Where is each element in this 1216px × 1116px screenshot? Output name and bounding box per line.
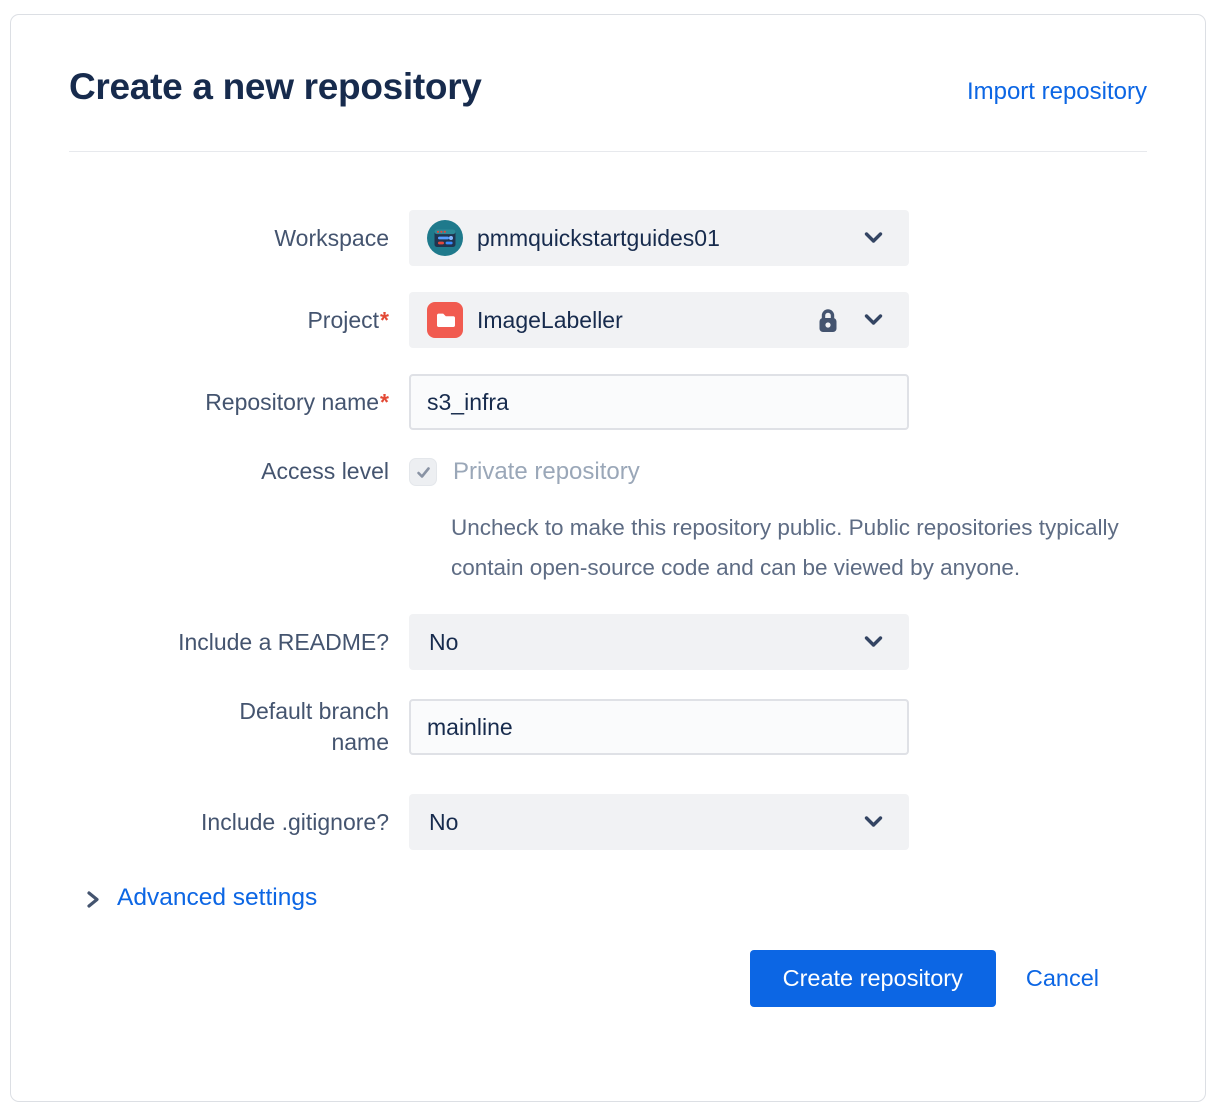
workspace-select[interactable]: pmmquickstartguides01 <box>409 210 909 266</box>
readme-row: Include a README? No <box>69 614 1147 670</box>
chevron-down-icon <box>864 232 883 243</box>
page-title: Create a new repository <box>69 66 482 107</box>
private-repository-label: Private repository <box>453 458 640 485</box>
chevron-down-icon <box>864 816 883 827</box>
workspace-label: Workspace <box>274 224 389 251</box>
readme-value: No <box>429 628 459 655</box>
repository-name-input[interactable] <box>409 374 909 430</box>
access-level-row: Access level Private repository Uncheck … <box>69 456 1147 588</box>
required-asterisk: * <box>380 388 389 415</box>
default-branch-row: Default branch name <box>69 696 1147 758</box>
access-level-help-text: Uncheck to make this repository public. … <box>451 515 1119 580</box>
lock-icon <box>819 309 837 332</box>
repository-name-label: Repository name* <box>205 388 389 415</box>
gitignore-value: No <box>429 808 459 835</box>
workspace-row: Workspace pmmquickstar <box>69 210 1147 266</box>
default-branch-input[interactable] <box>409 699 909 755</box>
project-value: ImageLabeller <box>477 306 623 333</box>
gitignore-select[interactable]: No <box>409 794 909 850</box>
required-asterisk: * <box>380 306 389 333</box>
gitignore-row: Include .gitignore? No <box>69 794 1147 850</box>
create-repository-button[interactable]: Create repository <box>749 950 996 1007</box>
chevron-down-icon <box>864 314 883 325</box>
workspace-avatar-icon <box>427 220 463 256</box>
advanced-settings-label: Advanced settings <box>117 884 318 911</box>
repository-name-row: Repository name* <box>69 374 1147 430</box>
import-repository-link[interactable]: Import repository <box>966 78 1147 105</box>
default-branch-label: Default branch name <box>239 698 389 755</box>
advanced-settings-toggle[interactable]: Advanced settings <box>86 884 317 912</box>
dialog-header: Create a new repository Import repositor… <box>69 63 1147 152</box>
readme-select[interactable]: No <box>409 614 909 670</box>
gitignore-label: Include .gitignore? <box>201 808 389 835</box>
project-avatar-icon <box>427 302 463 338</box>
access-level-label: Access level <box>261 458 389 484</box>
chevron-right-icon <box>87 890 99 908</box>
project-select[interactable]: ImageLabeller <box>409 292 909 348</box>
workspace-value: pmmquickstartguides01 <box>477 224 720 251</box>
cancel-button[interactable]: Cancel <box>1025 965 1099 991</box>
dialog-actions: Create repository Cancel <box>69 950 1147 1007</box>
create-repository-dialog: Create a new repository Import repositor… <box>10 14 1206 1102</box>
create-repository-form: Workspace pmmquickstar <box>69 210 1147 850</box>
project-row: Project* ImageLabeller <box>69 292 1147 348</box>
check-icon <box>416 466 430 478</box>
project-label: Project* <box>307 306 389 333</box>
readme-label: Include a README? <box>178 628 389 655</box>
chevron-down-icon <box>864 636 883 647</box>
private-repository-checkbox[interactable] <box>409 458 437 486</box>
